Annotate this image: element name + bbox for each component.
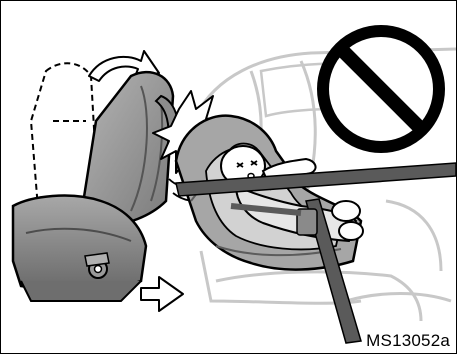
push-arrow-icon: [141, 277, 183, 311]
figure-code: MS13052a: [366, 331, 450, 351]
prohibition-icon: [323, 31, 439, 147]
